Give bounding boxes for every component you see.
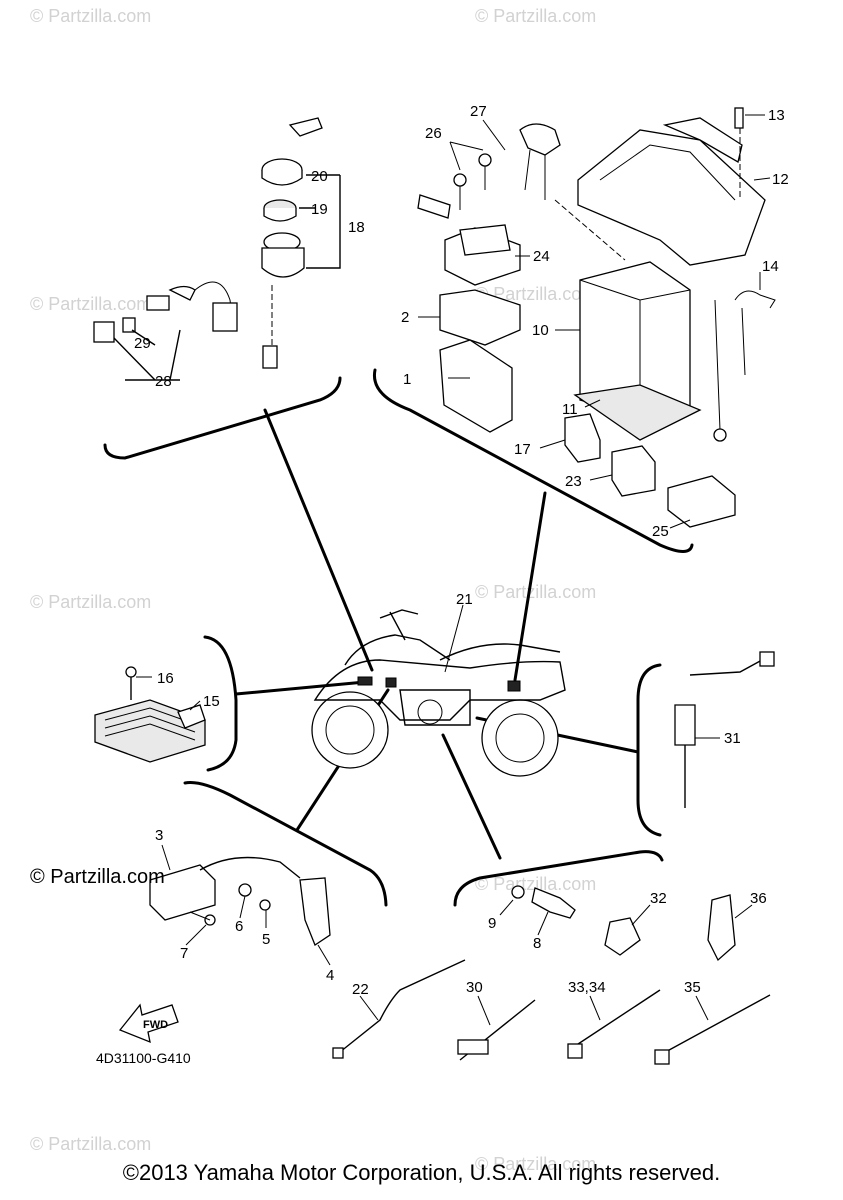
callout-label: 5 xyxy=(262,931,270,948)
callout-label: 21 xyxy=(456,591,473,608)
callout-label: 19 xyxy=(311,201,328,218)
ignition-coil-assembly xyxy=(149,856,331,946)
ecu-cover xyxy=(439,289,521,346)
bolt-icon xyxy=(125,666,137,678)
copyright-notice: ©2013 Yamaha Motor Corporation, U.S.A. A… xyxy=(122,1160,721,1185)
watermark-text: © Partzilla.com xyxy=(30,6,151,26)
leader-line xyxy=(263,408,374,672)
bracket-sensors xyxy=(453,850,664,907)
callout-numbers: 1 2 3 4 5 6 7 8 9 10 11 12 13 14 15 16 1… xyxy=(134,103,789,998)
partzilla-watermark: © Partzilla.com xyxy=(30,866,165,888)
watermark-text: © Partzilla.com xyxy=(475,1154,596,1174)
watermark-text: © Partzilla.com xyxy=(30,294,151,314)
watermark-text: © Partzilla.com xyxy=(475,874,596,894)
callout-label: 23 xyxy=(565,473,582,490)
callout-label: 26 xyxy=(425,125,442,142)
sensor-31 xyxy=(674,704,696,746)
watermark-text: © Partzilla.com xyxy=(30,1134,151,1154)
leader-line xyxy=(441,733,502,860)
clamp-36 xyxy=(707,894,736,962)
atv-vehicle xyxy=(311,609,566,777)
washer-icon xyxy=(511,885,525,899)
callout-label: 32 xyxy=(650,890,667,907)
fwd-arrow: FWD xyxy=(118,1003,179,1044)
leader-line xyxy=(513,491,547,682)
callout-label: 3 xyxy=(155,827,163,844)
clamp-32 xyxy=(604,917,641,956)
callout-label: 7 xyxy=(180,945,188,962)
callout-label: 9 xyxy=(488,915,496,932)
fuse-box xyxy=(667,475,736,528)
key-icon xyxy=(288,117,323,137)
callout-label: 8 xyxy=(533,935,541,952)
callout-label: 20 xyxy=(311,168,328,185)
leader-line xyxy=(234,680,367,696)
main-switch-body xyxy=(261,247,305,278)
callout-label: 31 xyxy=(724,730,741,747)
callout-label: 25 xyxy=(652,523,669,540)
callout-label: 30 xyxy=(466,979,483,996)
battery-cover xyxy=(577,129,766,266)
bracket-main-switch xyxy=(103,376,342,460)
callout-label: 36 xyxy=(750,890,767,907)
callout-label: 22 xyxy=(352,981,369,998)
battery-assembly xyxy=(417,107,776,528)
faint-watermarks: © Partzilla.com © Partzilla.com © Partzi… xyxy=(30,6,596,1174)
sensor-assembly xyxy=(511,885,576,919)
watermark-text: © Partzilla.com xyxy=(475,284,596,304)
relay-23 xyxy=(611,445,656,497)
callout-label: 14 xyxy=(762,258,779,275)
callout-label: 27 xyxy=(470,103,487,120)
bracket-sensor-31 xyxy=(636,663,662,837)
clamps-assembly xyxy=(332,651,775,1065)
callout-label: 10 xyxy=(532,322,549,339)
battery-pad xyxy=(573,384,702,441)
rectifier-assembly xyxy=(94,666,206,763)
callout-label: 12 xyxy=(772,171,789,188)
callout-label: 4 xyxy=(326,967,334,984)
callout-label: 15 xyxy=(203,693,220,710)
callout-label: 13 xyxy=(768,107,785,124)
ignition-coil xyxy=(149,864,216,921)
callout-label: 11 xyxy=(562,401,578,418)
bracket-ignition xyxy=(183,781,388,907)
bracket-rectifier xyxy=(203,635,238,772)
group-brackets xyxy=(103,368,694,907)
relay-17 xyxy=(564,413,601,463)
callout-label: 17 xyxy=(514,441,531,458)
terminal-cover xyxy=(93,321,115,343)
callout-lines xyxy=(136,114,771,1026)
callout-label: 24 xyxy=(533,248,550,265)
callout-label: 29 xyxy=(134,335,151,352)
drawing-code: 4D31100-G410 xyxy=(96,1050,191,1066)
watermark-text: © Partzilla.com xyxy=(475,6,596,26)
thermo-sensor xyxy=(531,887,576,919)
ecu xyxy=(439,339,513,433)
main-switch-assembly xyxy=(93,117,341,381)
watermark-text: © Partzilla.com xyxy=(30,592,151,612)
callout-label: 1 xyxy=(403,371,411,388)
callout-label: 6 xyxy=(235,918,243,935)
callout-label: 28 xyxy=(155,373,172,390)
callout-label: 18 xyxy=(348,219,365,236)
callout-label: 33,34 xyxy=(568,979,606,996)
watermark-text: © Partzilla.com xyxy=(475,582,596,602)
callout-label: 2 xyxy=(401,309,409,326)
terminal-cap xyxy=(519,123,561,156)
bracket-battery xyxy=(372,368,694,553)
callout-label: 16 xyxy=(157,670,174,687)
callout-label: 35 xyxy=(684,979,701,996)
fwd-label: FWD xyxy=(143,1019,168,1031)
spark-plug-cap xyxy=(299,877,331,946)
